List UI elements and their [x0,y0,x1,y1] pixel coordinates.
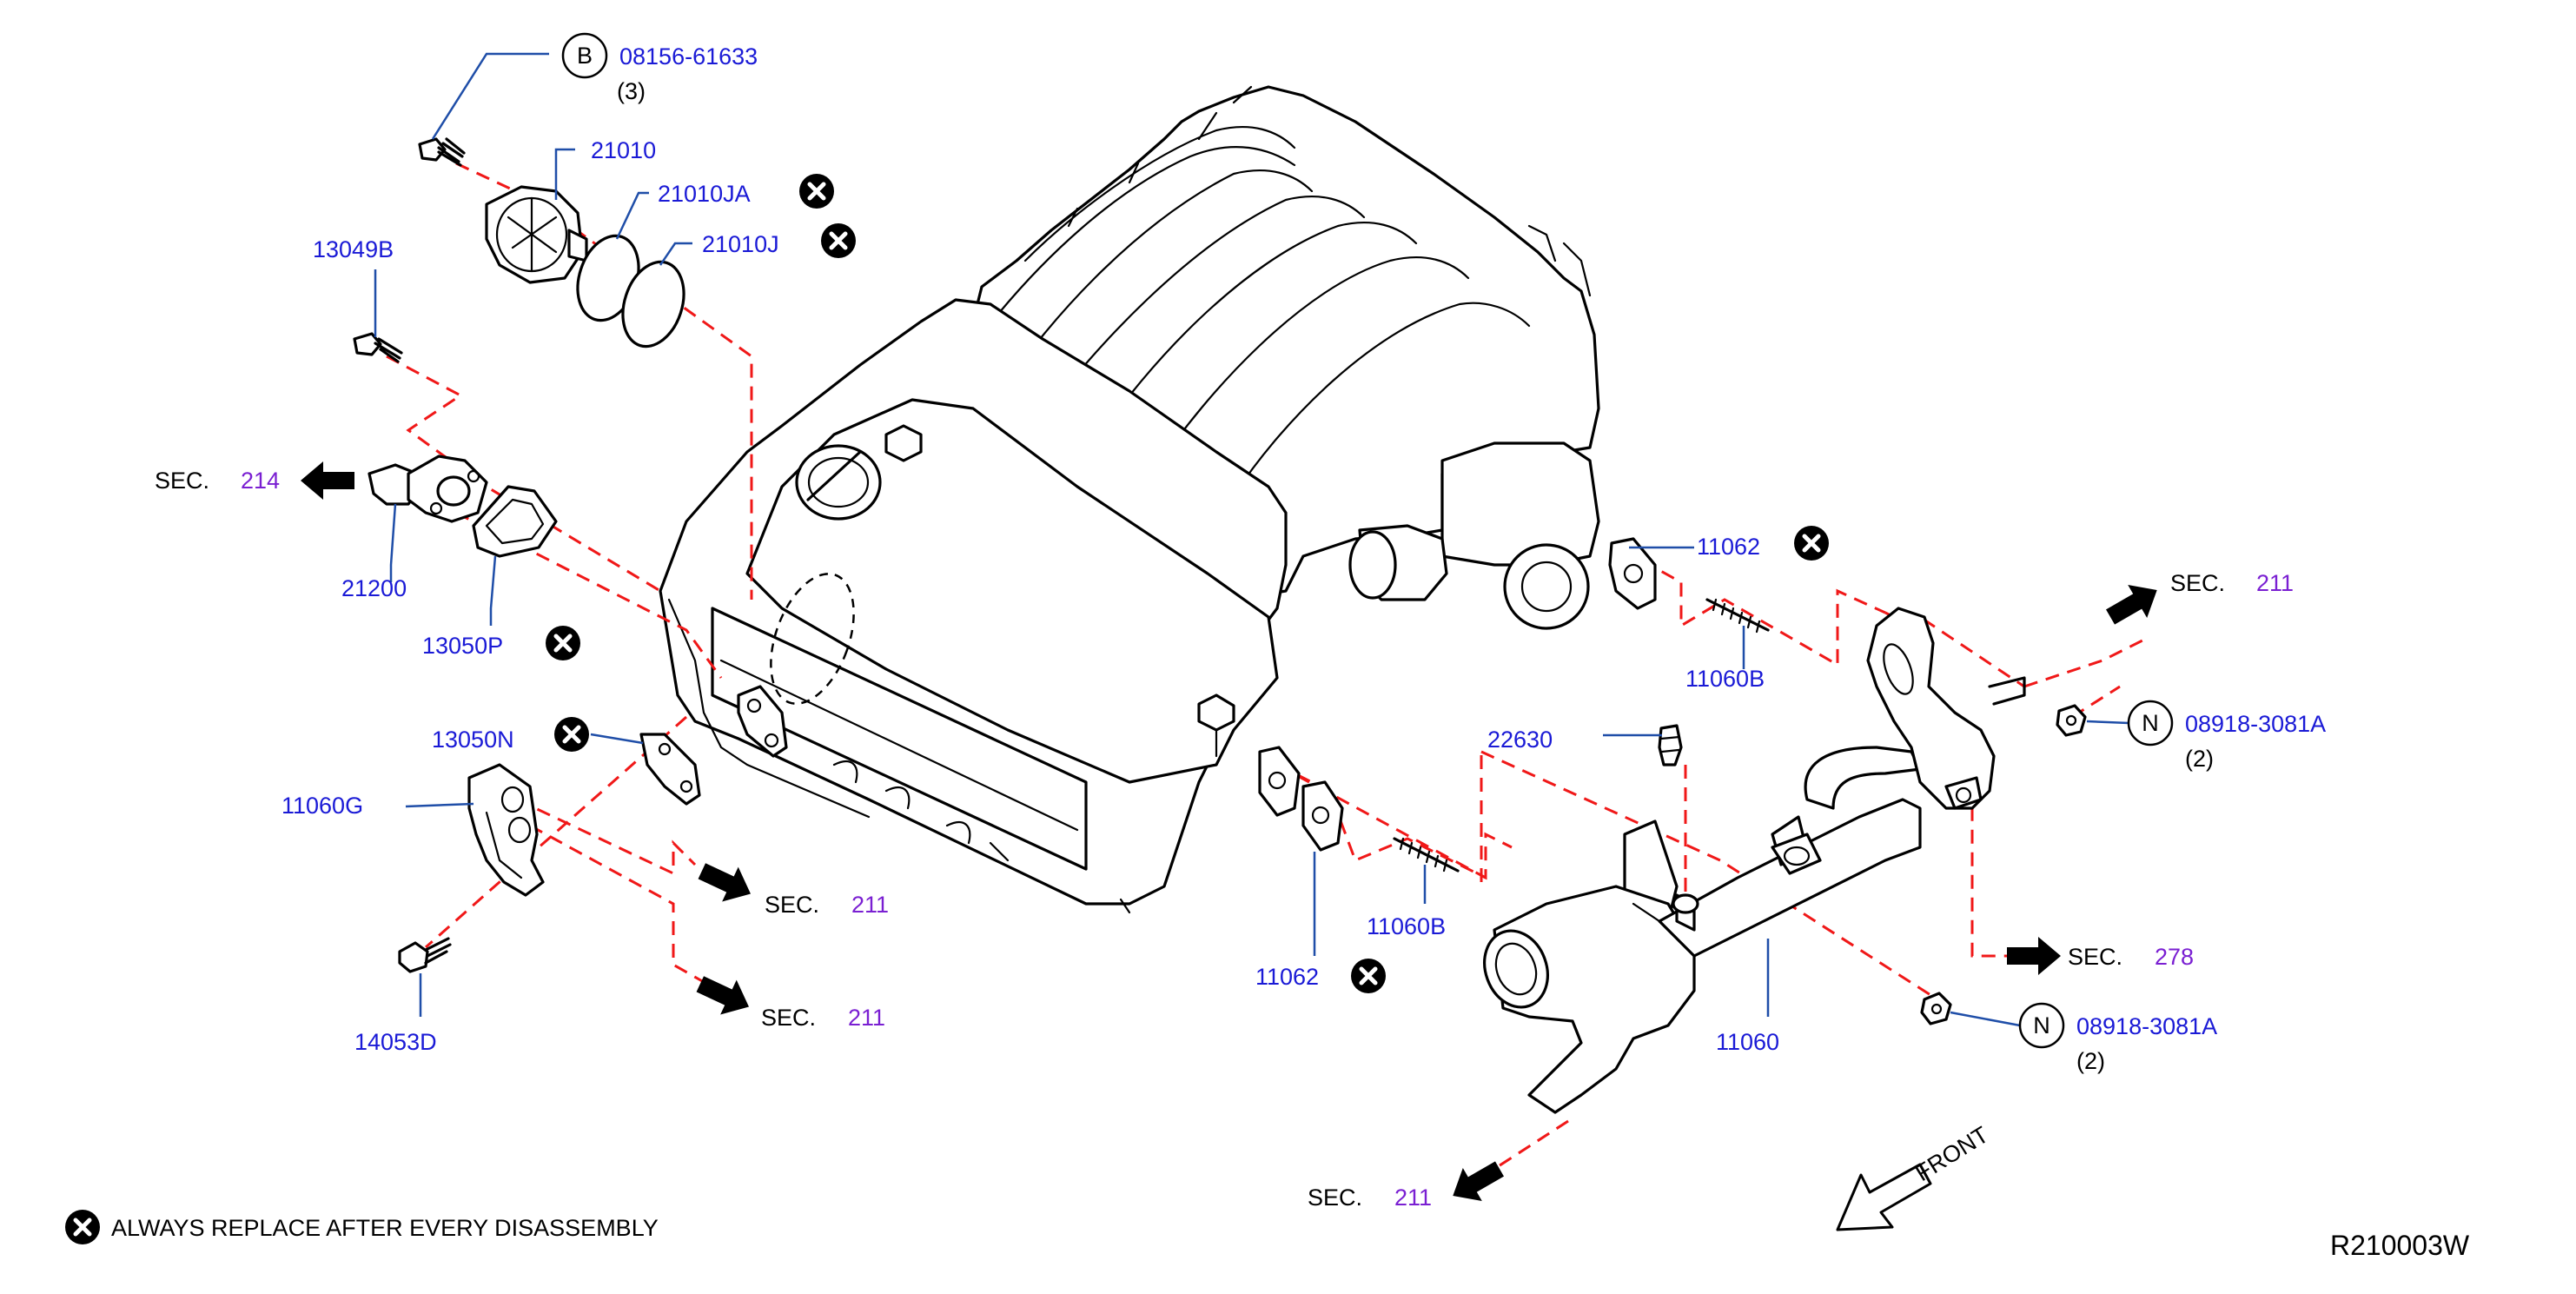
section-211-bottom-arrow-icon[interactable] [1443,1151,1509,1213]
front-arrow-icon [1836,1163,1932,1231]
svg-text:N: N [2033,1012,2050,1039]
section-ref-211-bottom[interactable]: SEC. 211 [1308,1185,1432,1211]
part-label-21010[interactable]: 21010 [591,137,656,163]
part-label-11062-top[interactable]: 11062 [1697,534,1760,560]
replace-11062-top-x-circle-icon [1794,526,1829,561]
housing-11060G[interactable] [467,763,545,897]
part-label-08156-61633[interactable]: 08156-61633 [619,43,758,70]
replace-21010J-x-circle-icon [821,223,856,258]
gasket-13050N[interactable] [639,733,701,806]
section-278-arrow-icon[interactable] [2007,937,2061,975]
part-label-11060[interactable]: 11060 [1716,1029,1779,1055]
stud-11060B-top[interactable] [1705,598,1770,634]
section-ref-211-a[interactable]: SEC. 211 [765,892,889,918]
section-ref-214[interactable]: SEC. 214 [155,468,280,494]
water-outlet-21200[interactable] [368,455,488,523]
svg-text:SEC.: SEC. [2170,570,2225,596]
replace-13050N-x-circle-icon [554,717,589,752]
gasket-head-outlet [737,685,788,758]
svg-text:SEC.: SEC. [155,468,209,494]
svg-text:SEC.: SEC. [2068,944,2122,970]
bolt-08156-61633[interactable] [418,137,466,167]
part-qty-08156-61633: (3) [617,78,646,104]
part-label-14053D[interactable]: 14053D [354,1029,437,1055]
water-pump-21010[interactable] [485,185,588,284]
svg-text:SEC.: SEC. [765,892,819,918]
bolt-14053D[interactable] [398,937,452,973]
part-label-13050P[interactable]: 13050P [422,633,503,659]
section-211-b-arrow-icon[interactable] [692,966,758,1025]
gasket-11062-bottom[interactable] [1258,746,1344,852]
part-label-13050N[interactable]: 13050N [432,727,514,753]
o-ring-21010J[interactable] [613,254,694,355]
gasket-11062-top[interactable] [1608,537,1657,610]
section-211-a-arrow-icon[interactable] [693,853,759,912]
section-ref-278[interactable]: SEC. 278 [2068,944,2194,970]
replace-13050P-x-circle-icon [546,626,580,660]
gasket-13050P[interactable] [472,485,558,558]
part-label-21010J[interactable]: 21010J [702,231,779,257]
water-pipe-11060[interactable] [1474,607,2026,1114]
bolt-type-b-badge: B [561,32,608,79]
section-ref-211-top[interactable]: SEC. 211 [2170,570,2294,596]
replace-21010JA-x-circle-icon [799,174,834,209]
part-qty-08918-3081A-top: (2) [2185,746,2214,772]
part-label-21010JA[interactable]: 21010JA [658,181,751,207]
part-label-08918-3081A-bottom[interactable]: 08918-3081A [2076,1013,2217,1039]
svg-text:N: N [2142,710,2159,736]
legend-x-circle-icon [65,1210,100,1244]
svg-text:SEC.: SEC. [1308,1185,1362,1211]
part-label-11062-bottom[interactable]: 11062 [1255,964,1319,990]
part-label-11060G[interactable]: 11060G [281,793,363,819]
bolt-13049B[interactable] [353,332,403,363]
svg-text:211: 211 [2256,570,2294,596]
svg-text:B: B [577,43,593,69]
nut-type-n-badge-bottom: N [2018,1002,2065,1049]
svg-text:278: 278 [2155,944,2194,970]
svg-text:211: 211 [1394,1185,1432,1211]
part-label-13049B[interactable]: 13049B [313,236,394,262]
section-211-top-arrow-icon[interactable] [2101,573,2167,634]
part-label-22630[interactable]: 22630 [1487,727,1553,753]
nut-08918-3081A-bottom[interactable] [1920,992,1952,1025]
replace-11062-bottom-x-circle-icon [1351,959,1386,993]
section-ref-211-b[interactable]: SEC. 211 [761,1005,885,1031]
part-label-11060B-bottom[interactable]: 11060B [1367,913,1446,939]
part-label-21200[interactable]: 21200 [341,575,407,601]
engine-assembly [659,85,1600,914]
legend-text: ALWAYS REPLACE AFTER EVERY DISASSEMBLY [111,1215,659,1241]
diagram-code: R210003W [2330,1230,2470,1261]
svg-text:SEC.: SEC. [761,1005,816,1031]
svg-text:211: 211 [851,892,889,918]
stud-11060B-bottom[interactable] [1393,837,1460,873]
nut-08918-3081A-top[interactable] [2056,704,2087,737]
section-214-arrow-icon[interactable] [301,461,354,500]
part-label-11060B-top[interactable]: 11060B [1685,666,1765,692]
part-label-08918-3081A-top[interactable]: 08918-3081A [2185,711,2326,737]
front-label: FRONT [1910,1121,1993,1186]
nut-type-n-badge-top: N [2127,700,2174,747]
svg-text:214: 214 [241,468,280,494]
svg-text:211: 211 [848,1005,885,1031]
leader-lines [374,52,2129,1027]
part-qty-08918-3081A-bottom: (2) [2076,1048,2105,1074]
sensor-22630[interactable] [1658,724,1683,766]
